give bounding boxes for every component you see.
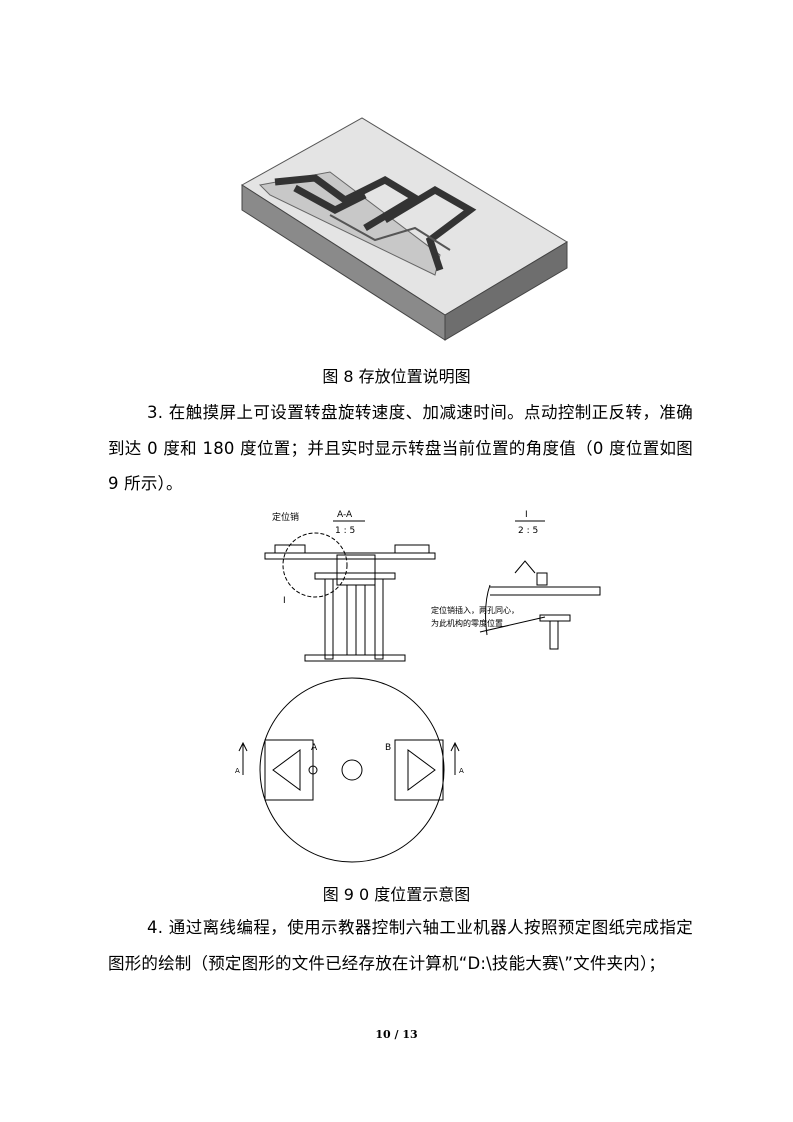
figure-9-zero-position-drawing: 定位销 A-A 1 : 5 I 2 : 5 I 定位销插入，两孔同心， 为此机构…	[235, 510, 601, 863]
arrow-a-right: A	[459, 767, 464, 775]
detail-marker: I	[283, 596, 286, 606]
figure-9-caption: 图 9 0 度位置示意图	[322, 885, 471, 904]
note-line-2: 为此机构的零度位置	[431, 618, 503, 628]
section-label: A-A	[337, 510, 353, 520]
label-b: B	[385, 743, 391, 753]
paragraph-4: 4. 通过离线编程，使用示教器控制六轴工业机器人按照预定图纸完成指定图形的绘制（…	[108, 918, 693, 973]
label-a: A	[311, 743, 318, 753]
detail-scale: 2 : 5	[518, 526, 538, 536]
paragraph-3: 3. 在触摸屏上可设置转盘旋转速度、加减速时间。点动控制正反转，准确到达 0 度…	[108, 403, 693, 493]
pin-label: 定位销	[272, 511, 299, 523]
detail-label: I	[525, 510, 528, 520]
page-number: 10 / 13	[375, 1028, 418, 1041]
figure-8-caption: 图 8 存放位置说明图	[322, 367, 471, 386]
figure-8-storage-block-image	[241, 117, 568, 341]
note-line-1: 定位销插入，两孔同心，	[431, 605, 519, 615]
section-scale: 1 : 5	[335, 526, 355, 536]
arrow-a-left: A	[235, 767, 240, 775]
